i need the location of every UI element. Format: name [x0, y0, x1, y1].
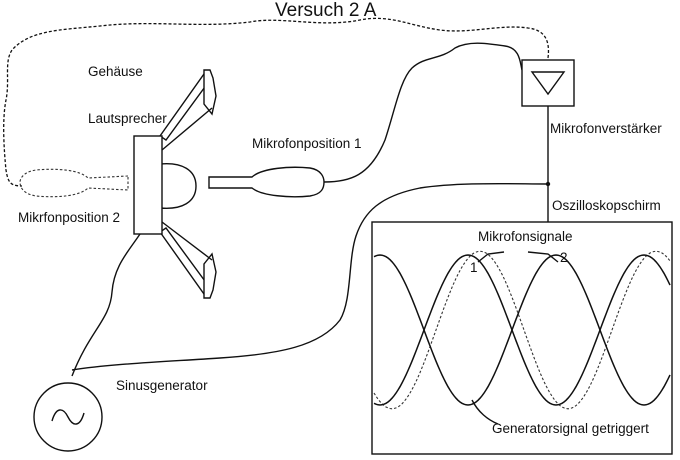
leader-signal-2 — [527, 251, 559, 263]
cone-lower-line — [161, 221, 213, 261]
triangle-down-icon — [530, 71, 566, 96]
label-mic-position-1: Mikrofonposition 1 — [252, 136, 362, 151]
trace-microphone-1 — [373, 254, 671, 406]
label-speaker: Lautsprecher — [88, 111, 167, 126]
label-oscilloscope: Oszilloskopschirm — [552, 198, 661, 213]
label-mic-signals: Mikrofonsignale — [478, 229, 573, 244]
trace-generator — [373, 254, 671, 406]
oscilloscope-screen — [371, 221, 673, 455]
microphone-position-1 — [208, 166, 325, 198]
diagram-title: Versuch 2 A — [275, 0, 377, 21]
speaker-magnet — [133, 135, 163, 235]
cone-upper-line — [161, 107, 213, 151]
cable-mic-1-to-amplifier — [323, 42, 523, 183]
leader-generator-signal — [471, 399, 499, 425]
housing-lower-wall — [159, 227, 211, 295]
cable-generator-to-scope — [71, 182, 549, 371]
leader-signal-1 — [477, 251, 505, 263]
label-mic-position-2: Mikrfonposition 2 — [18, 210, 120, 225]
sine-wave-icon — [51, 409, 85, 425]
label-generator: Sinusgenerator — [116, 378, 208, 393]
label-generator-signal: Generatorsignal getriggert — [492, 421, 649, 436]
housing-lower-flange — [203, 252, 217, 299]
cable-generator-to-speaker — [71, 233, 141, 377]
label-amplifier: Mikrofonverstärker — [550, 121, 662, 136]
label-signal-1: 1 — [470, 260, 478, 275]
trace-microphone-2 — [373, 250, 671, 410]
microphone-position-2-outline — [19, 168, 129, 198]
label-signal-2: 2 — [560, 250, 568, 265]
housing-upper-flange — [203, 69, 217, 116]
label-housing: Gehäuse — [88, 64, 143, 79]
speaker-dome — [159, 163, 197, 209]
amplifier-box — [521, 59, 575, 107]
